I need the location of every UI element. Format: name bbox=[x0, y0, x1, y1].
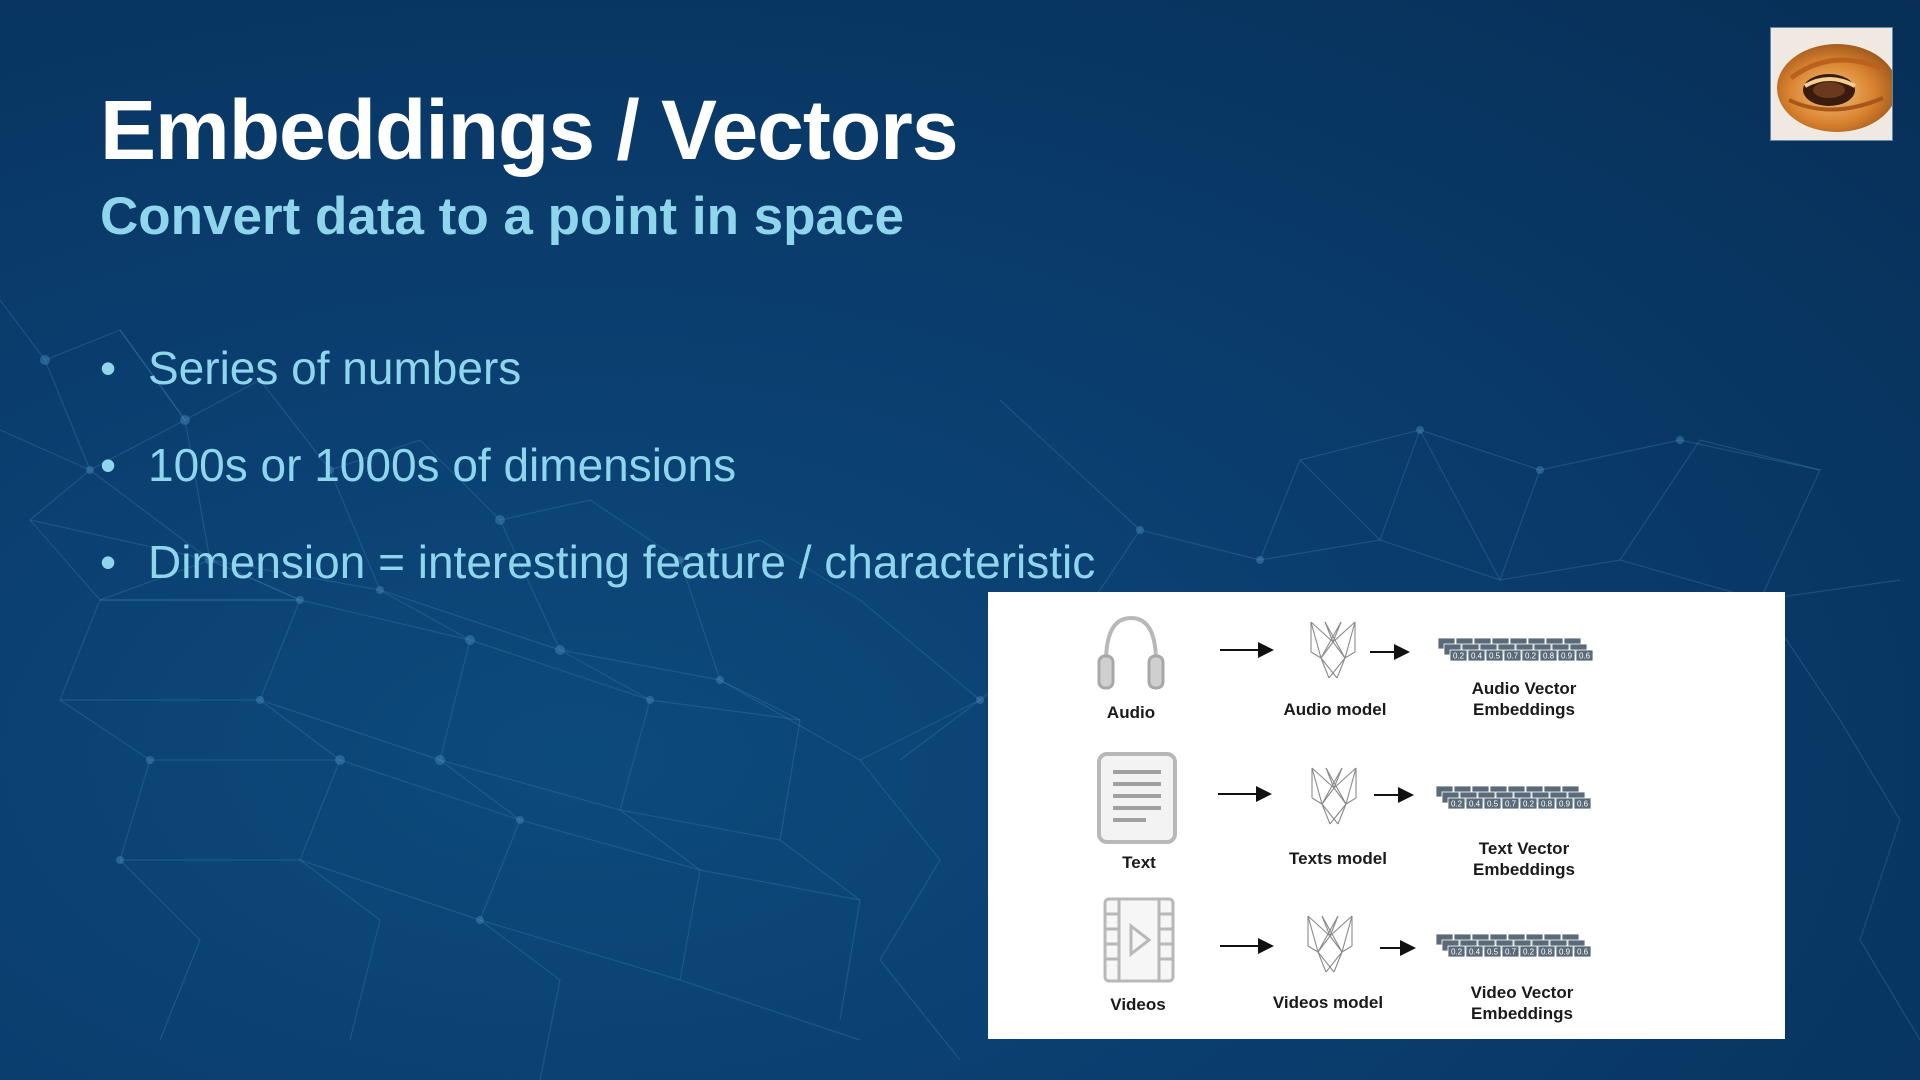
vector-cell-value: 0.8 bbox=[1543, 652, 1555, 661]
text-model-label: Texts model bbox=[1289, 849, 1387, 868]
neural-network-icon bbox=[1307, 915, 1353, 973]
bullet-glyph: • bbox=[100, 536, 117, 588]
vector-cell-value: 0.4 bbox=[1471, 652, 1483, 661]
vector-cell bbox=[1467, 649, 1486, 662]
vector-cell-value: 0.4 bbox=[1469, 800, 1481, 809]
vector-cell bbox=[1573, 945, 1592, 958]
vector-cell bbox=[1447, 945, 1466, 958]
slide-title: Embeddings / Vectors bbox=[100, 83, 959, 177]
vector-cell-value: 0.9 bbox=[1559, 800, 1571, 809]
vector-cell-value: 0.2 bbox=[1523, 948, 1535, 957]
video-output-label-line2: Embeddings bbox=[1471, 1004, 1573, 1023]
audio-output-label-line1: Audio Vector bbox=[1472, 679, 1577, 698]
audio-output-label-line2: Embeddings bbox=[1473, 700, 1575, 719]
vector-cell bbox=[1519, 945, 1538, 958]
vector-cell bbox=[1555, 797, 1574, 810]
vector-cell-value: 0.2 bbox=[1523, 800, 1535, 809]
vector-cell bbox=[1537, 797, 1556, 810]
vector-cell bbox=[1447, 797, 1466, 810]
pastry-photo-icon bbox=[1770, 27, 1893, 141]
vector-cell-value: 0.9 bbox=[1559, 948, 1571, 957]
bullet-item: • 100s or 1000s of dimensions bbox=[100, 435, 1095, 532]
bullet-text: 100s or 1000s of dimensions bbox=[148, 439, 737, 491]
vector-cell bbox=[1485, 649, 1504, 662]
vector-cell-value: 0.5 bbox=[1489, 652, 1501, 661]
vector-cell-value: 0.2 bbox=[1453, 652, 1465, 661]
text-output-label-line2: Embeddings bbox=[1473, 860, 1575, 879]
neural-network-icon bbox=[1311, 767, 1357, 825]
bullet-glyph: • bbox=[100, 439, 117, 491]
vector-cell-value: 0.2 bbox=[1525, 652, 1537, 661]
vector-cell bbox=[1465, 945, 1484, 958]
vector-cell bbox=[1449, 649, 1468, 662]
vector-cell bbox=[1557, 649, 1576, 662]
vector-cell bbox=[1483, 945, 1502, 958]
vector-cell-value: 0.2 bbox=[1451, 800, 1463, 809]
vector-cell bbox=[1575, 649, 1594, 662]
audio-vector-embedding: 0.2 0.4 0.5 0.7 0.2 0.8 0.9 0.6 bbox=[1437, 637, 1594, 662]
vector-cell-value: 0.4 bbox=[1469, 948, 1481, 957]
headphones-icon bbox=[1097, 615, 1165, 690]
vector-cell-value: 0.2 bbox=[1451, 948, 1463, 957]
vector-cell bbox=[1537, 945, 1556, 958]
vector-cell bbox=[1539, 649, 1558, 662]
vector-cell-value: 0.8 bbox=[1541, 800, 1553, 809]
vector-cell bbox=[1519, 797, 1538, 810]
vector-cell-value: 0.6 bbox=[1577, 948, 1589, 957]
videos-model-label: Videos model bbox=[1273, 993, 1383, 1012]
vector-cell-value: 0.7 bbox=[1505, 948, 1517, 957]
audio-model-label: Audio model bbox=[1284, 700, 1387, 719]
vector-cell-value: 0.5 bbox=[1487, 948, 1499, 957]
bullet-item: • Series of numbers bbox=[100, 338, 1095, 435]
document-icon bbox=[1097, 752, 1177, 844]
vector-cell-value: 0.6 bbox=[1577, 800, 1589, 809]
vector-cell-value: 0.6 bbox=[1579, 652, 1591, 661]
video-vector-embedding: 0.2 0.4 0.5 0.7 0.2 0.8 0.9 0.6 bbox=[1435, 933, 1592, 958]
vector-cell-value: 0.5 bbox=[1487, 800, 1499, 809]
text-vector-embedding: 0.2 0.4 0.5 0.7 0.2 0.8 0.9 0.6 bbox=[1435, 785, 1592, 810]
vector-cell bbox=[1521, 649, 1540, 662]
vector-cell bbox=[1465, 797, 1484, 810]
bullet-item: • Dimension = interesting feature / char… bbox=[100, 532, 1095, 629]
vector-cell bbox=[1501, 797, 1520, 810]
bullet-text: Dimension = interesting feature / charac… bbox=[148, 536, 1096, 588]
vector-cell-value: 0.7 bbox=[1505, 800, 1517, 809]
bullet-glyph: • bbox=[100, 342, 117, 394]
neural-network-icon bbox=[1310, 621, 1356, 679]
videos-input-label: Videos bbox=[1110, 995, 1165, 1014]
text-input-label: Text bbox=[1122, 853, 1156, 872]
vector-cell bbox=[1555, 945, 1574, 958]
vector-cell-value: 0.7 bbox=[1507, 652, 1519, 661]
vector-cell bbox=[1501, 945, 1520, 958]
vector-cell bbox=[1503, 649, 1522, 662]
vector-cell bbox=[1483, 797, 1502, 810]
bullet-text: Series of numbers bbox=[148, 342, 522, 394]
video-output-label-line1: Video Vector bbox=[1471, 983, 1574, 1002]
text-output-label-line1: Text Vector bbox=[1479, 839, 1570, 858]
vector-cell-value: 0.8 bbox=[1541, 948, 1553, 957]
vector-cell-value: 0.9 bbox=[1561, 652, 1573, 661]
audio-input-label: Audio bbox=[1107, 703, 1155, 722]
bullet-list: • Series of numbers • 100s or 1000s of d… bbox=[100, 338, 1095, 629]
vector-cell bbox=[1573, 797, 1592, 810]
slide-subtitle: Convert data to a point in space bbox=[100, 187, 904, 246]
video-icon bbox=[1103, 897, 1175, 983]
